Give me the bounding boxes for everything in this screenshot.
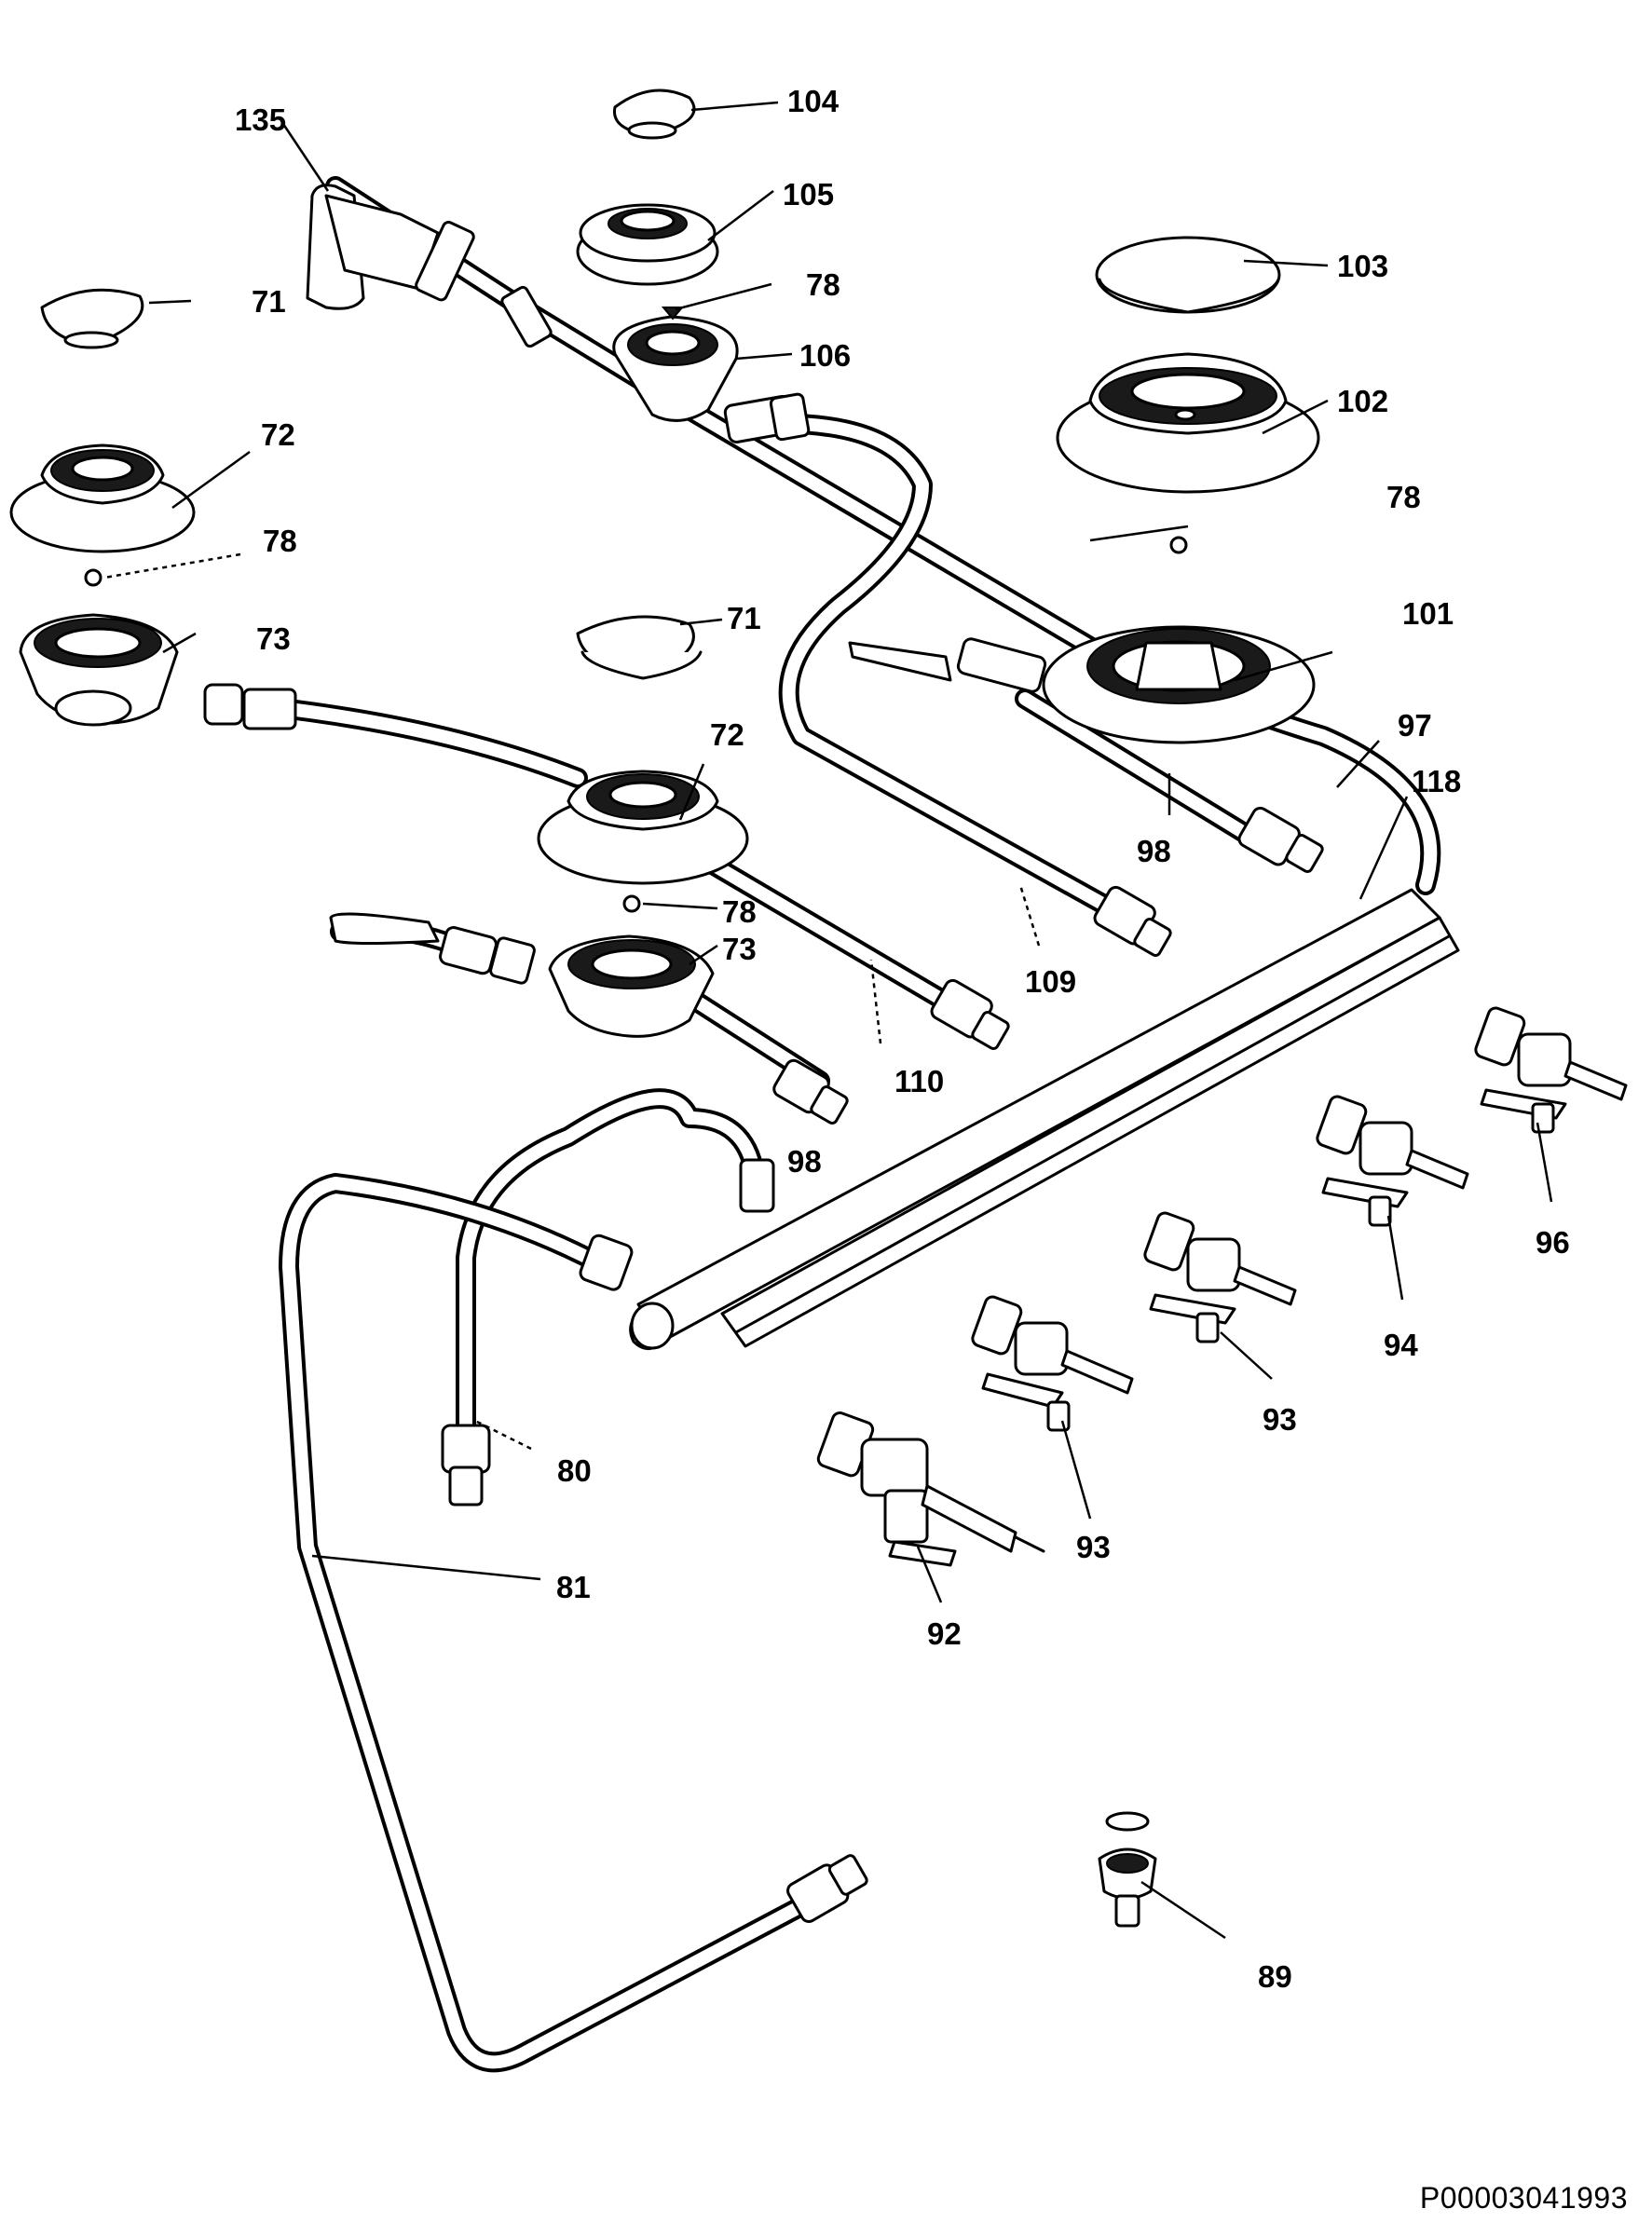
gas-tap-92 bbox=[816, 1411, 1045, 1567]
connector-left bbox=[203, 683, 297, 730]
burner-base-106 bbox=[612, 307, 739, 422]
igniter-89 bbox=[1098, 1811, 1157, 1928]
label-98-lower: 98 bbox=[787, 1144, 822, 1179]
gas-tap-93-upper bbox=[1143, 1211, 1297, 1343]
label-101: 101 bbox=[1402, 596, 1454, 631]
screw-78-right bbox=[1169, 536, 1188, 554]
burner-crown-72-middle bbox=[537, 770, 749, 885]
label-105: 105 bbox=[783, 177, 834, 211]
label-78-top: 78 bbox=[806, 267, 840, 302]
connector-109 bbox=[1093, 885, 1172, 958]
connector-98-right bbox=[1237, 806, 1324, 874]
front-rail bbox=[629, 888, 1460, 1350]
burner-crown-102 bbox=[1056, 352, 1320, 494]
gas-tap-94 bbox=[1316, 1095, 1469, 1227]
connector-81-lower bbox=[786, 1854, 868, 1923]
label-92: 92 bbox=[927, 1616, 962, 1651]
label-110: 110 bbox=[894, 1064, 944, 1098]
leader-lines bbox=[103, 101, 1553, 1940]
union-106 bbox=[723, 392, 811, 444]
screw-78-middle bbox=[622, 894, 641, 913]
label-73-left: 73 bbox=[256, 621, 291, 656]
connector-98-lower bbox=[739, 1058, 849, 1213]
label-80: 80 bbox=[557, 1453, 592, 1488]
screw-78-left bbox=[84, 568, 102, 587]
label-78-middle: 78 bbox=[722, 894, 757, 929]
burner-crown-72-left bbox=[9, 443, 196, 553]
label-73-middle: 73 bbox=[722, 932, 757, 966]
label-96: 96 bbox=[1536, 1225, 1570, 1260]
burner-cap-104 bbox=[613, 89, 696, 140]
burner-base-73-left bbox=[19, 613, 179, 727]
label-78-right: 78 bbox=[1386, 480, 1421, 514]
label-104: 104 bbox=[787, 84, 840, 118]
label-71-middle: 71 bbox=[727, 601, 761, 635]
label-97: 97 bbox=[1398, 708, 1432, 743]
label-109: 109 bbox=[1025, 964, 1076, 999]
label-78-left: 78 bbox=[263, 524, 297, 558]
burner-crown-105 bbox=[576, 203, 719, 286]
label-72-left: 72 bbox=[261, 417, 295, 452]
probe-101 bbox=[848, 637, 1047, 693]
label-89: 89 bbox=[1258, 1959, 1292, 1994]
burner-base-101 bbox=[1042, 625, 1316, 744]
label-93-upper: 93 bbox=[1263, 1402, 1297, 1437]
connector-110 bbox=[930, 978, 1010, 1051]
label-106: 106 bbox=[799, 338, 851, 373]
label-118: 118 bbox=[1412, 764, 1461, 798]
label-103: 103 bbox=[1337, 249, 1388, 283]
part-number-labels: 135 104 105 103 71 78 106 102 72 78 78 1… bbox=[235, 84, 1570, 1994]
burner-cap-103 bbox=[1095, 236, 1281, 314]
label-98-right: 98 bbox=[1137, 834, 1171, 868]
thermocouple-135 bbox=[306, 184, 553, 348]
burner-base-73-middle bbox=[548, 934, 715, 1038]
label-94: 94 bbox=[1384, 1328, 1418, 1362]
label-71-left: 71 bbox=[252, 284, 286, 319]
connector-73-middle bbox=[329, 912, 536, 985]
connector-80 bbox=[441, 1424, 491, 1507]
burner-cap-71-left bbox=[40, 288, 144, 349]
label-102: 102 bbox=[1337, 384, 1388, 418]
burner-cap-71-middle bbox=[576, 615, 703, 680]
label-93-lower: 93 bbox=[1076, 1530, 1111, 1564]
label-135: 135 bbox=[235, 102, 286, 137]
connector-81-upper bbox=[579, 1234, 634, 1291]
gas-tap-93-lower bbox=[971, 1295, 1134, 1432]
diagram-code: P00003041993 bbox=[1419, 2181, 1628, 2215]
label-81: 81 bbox=[556, 1570, 591, 1604]
label-72-middle: 72 bbox=[710, 717, 744, 752]
gas-tap-96 bbox=[1474, 1006, 1628, 1134]
